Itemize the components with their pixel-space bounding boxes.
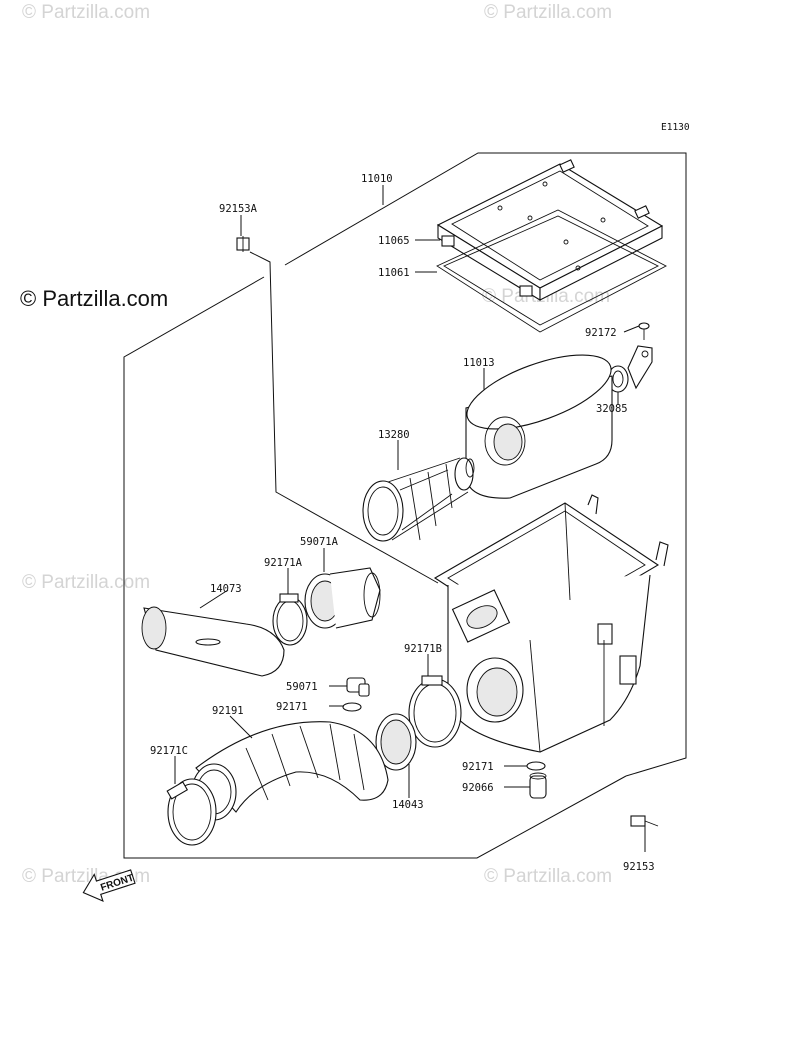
part-label: 92191	[212, 705, 244, 717]
watermark: © Partzilla.com	[22, 2, 150, 23]
part-label: 92066	[462, 782, 494, 794]
intake-duct-92191[interactable]	[191, 721, 389, 821]
part-label: 92153A	[219, 203, 258, 215]
watermark: © Partzilla.com	[484, 2, 612, 23]
watermark: © Partzilla.com	[484, 866, 612, 887]
clamp-92171B[interactable]	[408, 675, 462, 748]
clamp-92171C[interactable]	[166, 778, 217, 846]
leader-lines	[174, 185, 646, 852]
bolt-92153[interactable]	[630, 815, 659, 827]
part-label: 11065	[378, 235, 410, 247]
part-label: 92153	[623, 861, 655, 873]
intake-duct-14073[interactable]	[141, 606, 285, 677]
air-filter-element[interactable]	[458, 340, 620, 499]
holder-32085[interactable]	[607, 345, 653, 393]
part-label: 14043	[392, 799, 424, 811]
watermark-main: © Partzilla.com	[20, 286, 168, 311]
assembly-outline-lower	[123, 276, 627, 859]
cover-gasket[interactable]	[436, 209, 667, 333]
part-label: 59071A	[300, 536, 339, 548]
clip-92171-lower[interactable]	[526, 761, 546, 771]
diagram-code: E1130	[661, 122, 690, 133]
part-label: 11061	[378, 267, 410, 279]
part-label: 13280	[378, 429, 410, 441]
part-label: 92171C	[150, 745, 188, 757]
air-box-cover[interactable]	[436, 159, 664, 301]
fitting-59071[interactable]	[346, 677, 370, 697]
intake-joint-59071A[interactable]	[304, 567, 381, 629]
part-labels: 11010 92153A 11065 11061 92172 32085 110…	[150, 173, 655, 873]
watermark: © Partzilla.com	[22, 572, 150, 593]
part-label: 11013	[463, 357, 495, 369]
part-label: 59071	[286, 681, 318, 693]
assembly-outline	[284, 152, 687, 777]
part-label: 92171	[462, 761, 494, 773]
leader-92153A	[249, 251, 439, 584]
clip-92171-upper[interactable]	[342, 702, 362, 712]
part-label: 92171	[276, 701, 308, 713]
part-label: 14073	[210, 583, 242, 595]
screw-92172[interactable]	[638, 322, 650, 340]
part-label: 11010	[361, 173, 393, 185]
clamp-92171A[interactable]	[272, 593, 308, 646]
part-label: 92171A	[264, 557, 303, 569]
air-box-case[interactable]	[433, 494, 669, 753]
part-label: 92172	[585, 327, 617, 339]
bolt-92153A[interactable]	[236, 236, 250, 252]
part-label: 92171B	[404, 643, 442, 655]
filter-cage[interactable]	[362, 457, 475, 542]
cap-92066[interactable]	[529, 772, 547, 799]
part-label: 32085	[596, 403, 628, 415]
screen-14043[interactable]	[375, 713, 417, 771]
